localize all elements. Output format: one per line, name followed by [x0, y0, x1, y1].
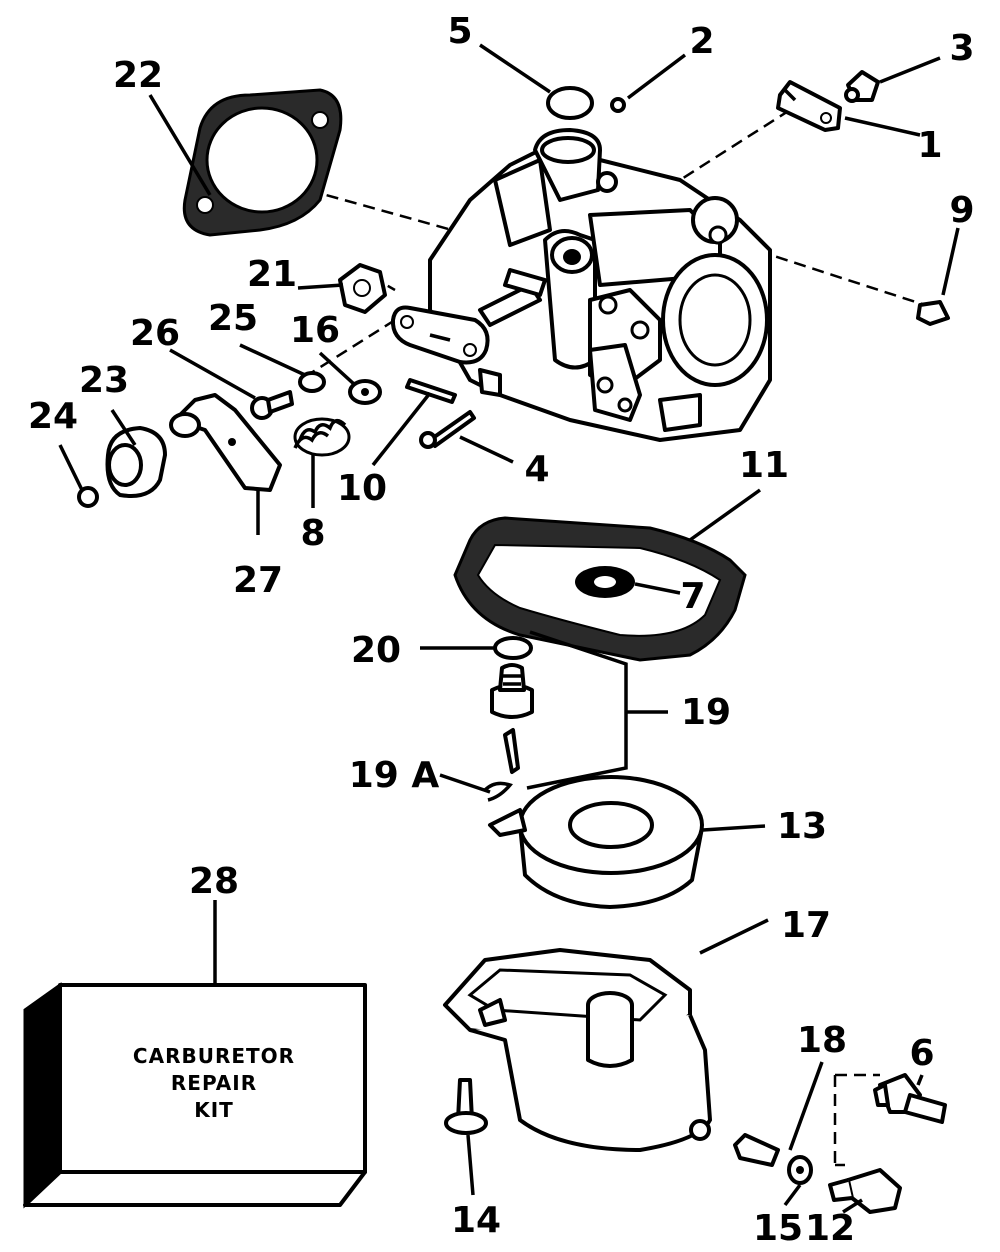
- callout-6: 6: [909, 1033, 934, 1074]
- callout-16: 16: [290, 310, 340, 351]
- part-25-washer: [298, 371, 326, 393]
- callout-4: 4: [524, 449, 549, 490]
- callout-28: 28: [189, 861, 239, 902]
- part-17-float-bowl: [443, 948, 712, 1152]
- part-19a-clip: [483, 781, 513, 802]
- part-22-gasket: [182, 88, 343, 237]
- callout-8: 8: [300, 513, 325, 554]
- part-27-lever: [169, 393, 282, 492]
- part-18-jet: [733, 1133, 780, 1167]
- callout-19: 19: [681, 692, 731, 733]
- part-6-fitting: [873, 1073, 947, 1124]
- part-20-gasket: [493, 636, 533, 660]
- leader-lines: [58, 43, 960, 1214]
- callout-20: 20: [351, 630, 401, 671]
- callout-3: 3: [949, 28, 974, 69]
- callout-22: 22: [113, 55, 163, 96]
- callout-21: 21: [247, 254, 297, 295]
- kit-label-line1: CARBURETOR: [133, 1044, 295, 1068]
- part-7-seal: [575, 566, 635, 598]
- part-4-screw: [419, 410, 476, 449]
- callout-9: 9: [949, 190, 974, 231]
- part-23-knob: [105, 426, 167, 498]
- callout-2: 2: [689, 21, 714, 62]
- part-12-plug: [828, 1168, 902, 1214]
- callout-15: 15: [753, 1208, 803, 1249]
- callout-10: 10: [337, 468, 387, 509]
- callout-11: 11: [739, 445, 789, 486]
- callout-26: 26: [130, 313, 180, 354]
- part-19-needle: [503, 728, 520, 774]
- callout-27: 27: [233, 560, 283, 601]
- callout-7: 7: [680, 576, 705, 617]
- part-5-plug: [546, 86, 594, 120]
- callout-18: 18: [797, 1020, 847, 1061]
- part-24-ring: [77, 486, 99, 508]
- callout-23: 23: [79, 360, 129, 401]
- part-8-spring: [293, 417, 351, 457]
- part-21-nut: [338, 263, 387, 314]
- part-1-bracket: [776, 80, 842, 132]
- carburetor-body: [428, 128, 772, 442]
- part-15-washer: [787, 1155, 813, 1185]
- callout-numbers: 1 2 3 4 5 6 7 8 9 10 11 12 13 14 15 16 1…: [28, 11, 975, 1249]
- callout-12: 12: [805, 1208, 855, 1249]
- callout-17: 17: [781, 905, 831, 946]
- callout-25: 25: [208, 298, 258, 339]
- part-13-float: [488, 775, 704, 909]
- kit-label-line2: REPAIR: [171, 1071, 257, 1095]
- callout-14: 14: [451, 1200, 501, 1241]
- part-26-screw: [250, 390, 294, 420]
- throttle-plate: [390, 305, 490, 365]
- part-9-plug: [916, 300, 950, 326]
- part-19-needle-seat: [490, 663, 534, 719]
- part-10-pin: [405, 378, 457, 404]
- part-28-repair-kit[interactable]: CARBURETOR REPAIR KIT: [23, 982, 367, 1209]
- callout-19a: 19 A: [349, 755, 440, 796]
- part-3-screw: [844, 70, 880, 103]
- part-16-washer: [348, 379, 382, 405]
- part-14-screw: [444, 1078, 488, 1135]
- callout-13: 13: [777, 806, 827, 847]
- kit-label-line3: KIT: [194, 1098, 234, 1122]
- part-2-ball: [610, 97, 626, 113]
- callout-5: 5: [447, 11, 472, 52]
- callout-24: 24: [28, 396, 78, 437]
- callout-1: 1: [917, 125, 942, 166]
